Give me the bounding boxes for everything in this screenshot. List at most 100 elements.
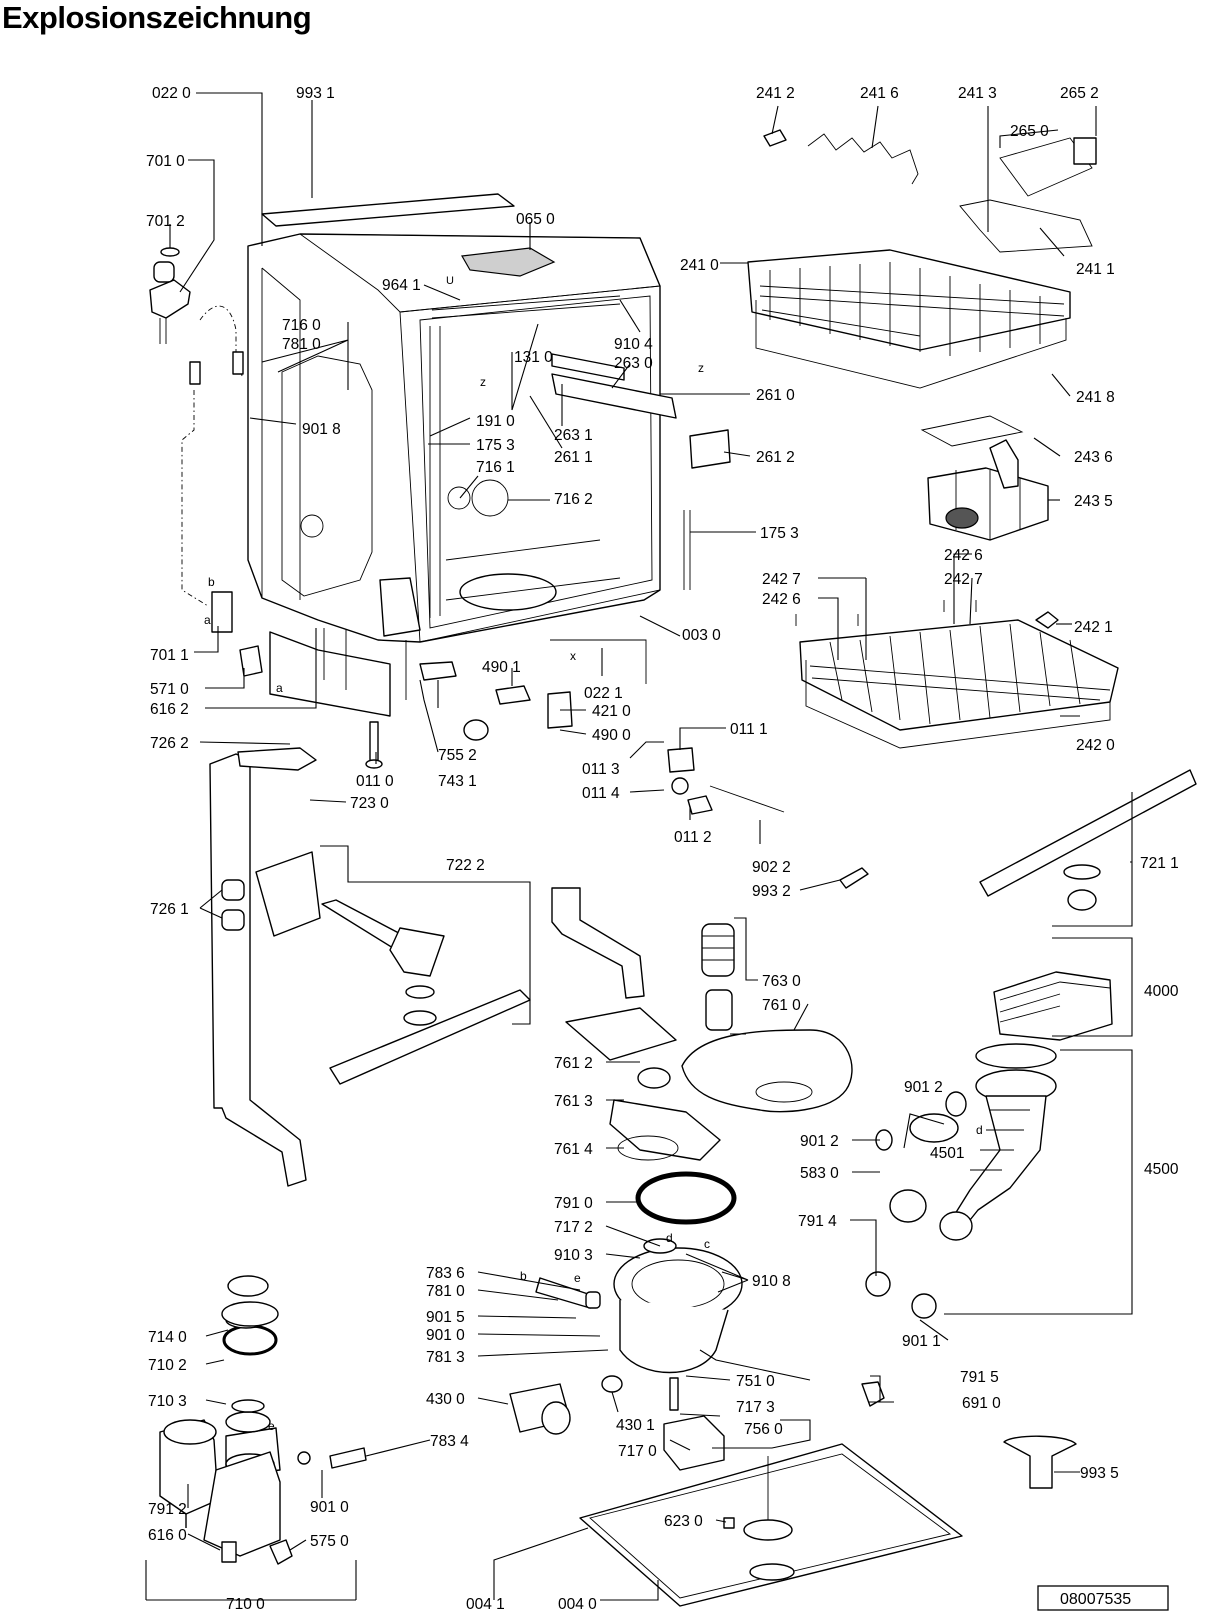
callout-label: 721 1	[1140, 855, 1179, 872]
callout-label: 783 6	[426, 1265, 465, 1282]
callout-label: 261 2	[756, 449, 795, 466]
letter-mark: b	[520, 1269, 527, 1283]
lower-rack-242	[795, 600, 1119, 749]
callout-label: 691 0	[962, 1395, 1001, 1412]
letter-mark: x	[570, 649, 576, 663]
callout-label: 241 0	[680, 257, 719, 274]
callout-label: 902 2	[752, 859, 791, 876]
callout-label: 261 0	[756, 387, 795, 404]
callout-label: 265 0	[1010, 123, 1049, 140]
callout-label: 716 2	[554, 491, 593, 508]
callout-label: 4501	[930, 1145, 964, 1162]
letter-mark: e	[574, 1271, 581, 1285]
leader-lines	[145, 92, 1133, 1601]
callout-label: 011 1	[730, 721, 768, 738]
callout-label: 4500	[1144, 1161, 1179, 1178]
callout-label: 616 0	[148, 1527, 187, 1544]
heat-pump-4000	[865, 971, 1113, 1319]
callout-label: 761 3	[554, 1093, 593, 1110]
callout-label: 723 0	[350, 795, 389, 812]
letter-mark: b	[208, 575, 215, 589]
small-parts	[239, 353, 1077, 1489]
callout-label: 993 2	[752, 883, 791, 900]
callout-label: 430 0	[426, 1391, 465, 1408]
callout-label: 131 0	[514, 349, 553, 366]
detergent-dispenser-701	[149, 247, 244, 633]
callout-label: 761 0	[762, 997, 801, 1014]
callout-label: 011 4	[582, 785, 620, 802]
callout-label: 726 1	[150, 901, 189, 918]
callout-label: 722 2	[446, 857, 485, 874]
sump-assembly-751	[509, 1238, 743, 1471]
callout-label: 011 2	[674, 829, 712, 846]
callout-label: 791 5	[960, 1369, 999, 1386]
letter-mark: d	[976, 1123, 983, 1137]
callout-label: 242 6	[944, 547, 983, 564]
upper-rack-241	[747, 129, 1097, 389]
callout-label: 623 0	[664, 1513, 703, 1530]
callout-label: 265 2	[1060, 85, 1099, 102]
callout-label: 242 1	[1074, 619, 1113, 636]
callout-label: 065 0	[516, 211, 555, 228]
callout-label: 901 8	[302, 421, 341, 438]
callout-label: 571 0	[150, 681, 189, 698]
callout-label: 242 0	[1076, 737, 1115, 754]
callout-label: 901 1	[902, 1333, 941, 1350]
letter-mark: a	[276, 681, 283, 695]
callout-label: 781 3	[426, 1349, 465, 1366]
callout-label: 263 1	[554, 427, 593, 444]
letter-mark: z	[480, 375, 486, 389]
callout-label: 583 0	[800, 1165, 839, 1182]
callout-label: 575 0	[310, 1533, 349, 1550]
callout-label: 710 0	[226, 1596, 265, 1613]
callout-label: 022 0	[152, 85, 191, 102]
callout-label: 763 0	[762, 973, 801, 990]
callout-label: 710 2	[148, 1357, 187, 1374]
top-cover-plate	[261, 193, 515, 227]
callout-label: 241 3	[958, 85, 997, 102]
callout-label: 175 3	[760, 525, 799, 542]
callout-label: 901 2	[904, 1079, 943, 1096]
callout-label: 791 4	[798, 1213, 837, 1230]
callout-label: 241 6	[860, 85, 899, 102]
callout-label: 756 0	[744, 1421, 783, 1438]
letter-mark: a	[204, 613, 211, 627]
callout-label: 781 0	[282, 336, 321, 353]
callout-label: 964 1	[382, 277, 421, 294]
letter-mark: c	[704, 1237, 710, 1251]
callout-label: 4000	[1144, 983, 1179, 1000]
callout-label: 901 0	[310, 1499, 349, 1516]
callout-label: 701 1	[150, 647, 189, 664]
letter-marks: z z x a a b b c d d e e U	[204, 275, 983, 1433]
callout-label: 243 5	[1074, 493, 1113, 510]
callout-label: 490 0	[592, 727, 631, 744]
letter-mark: e	[268, 1419, 275, 1433]
callout-label: 243 6	[1074, 449, 1113, 466]
callout-label: 701 0	[146, 153, 185, 170]
water-supply-tube-726	[209, 747, 317, 1187]
callout-label: 242 6	[762, 591, 801, 608]
callout-label: 175 3	[476, 437, 515, 454]
letter-mark: U	[446, 275, 454, 287]
callout-label: 761 4	[554, 1141, 593, 1158]
callout-label: 716 0	[282, 317, 321, 334]
chassis-frame	[269, 577, 647, 717]
base-tray-004	[579, 1443, 963, 1607]
callout-label: 714 0	[148, 1329, 187, 1346]
letter-mark: z	[698, 361, 704, 375]
callout-label: 901 5	[426, 1309, 465, 1326]
callout-label: 004 0	[558, 1596, 597, 1613]
callout-label: 901 0	[426, 1327, 465, 1344]
callout-label: 717 3	[736, 1399, 775, 1416]
callout-label: 616 2	[150, 701, 189, 718]
callout-label: 490 1	[482, 659, 521, 676]
water-softener-710	[159, 1275, 367, 1565]
callout-label: 003 0	[682, 627, 721, 644]
cutlery-basket-243	[920, 415, 1049, 541]
center-pipe-and-filters	[551, 887, 853, 1225]
part-sketches	[149, 129, 1197, 1607]
callout-label: 011 3	[582, 761, 620, 778]
upper-spray-arm-721	[979, 769, 1197, 911]
callout-label: 783 4	[430, 1433, 469, 1450]
